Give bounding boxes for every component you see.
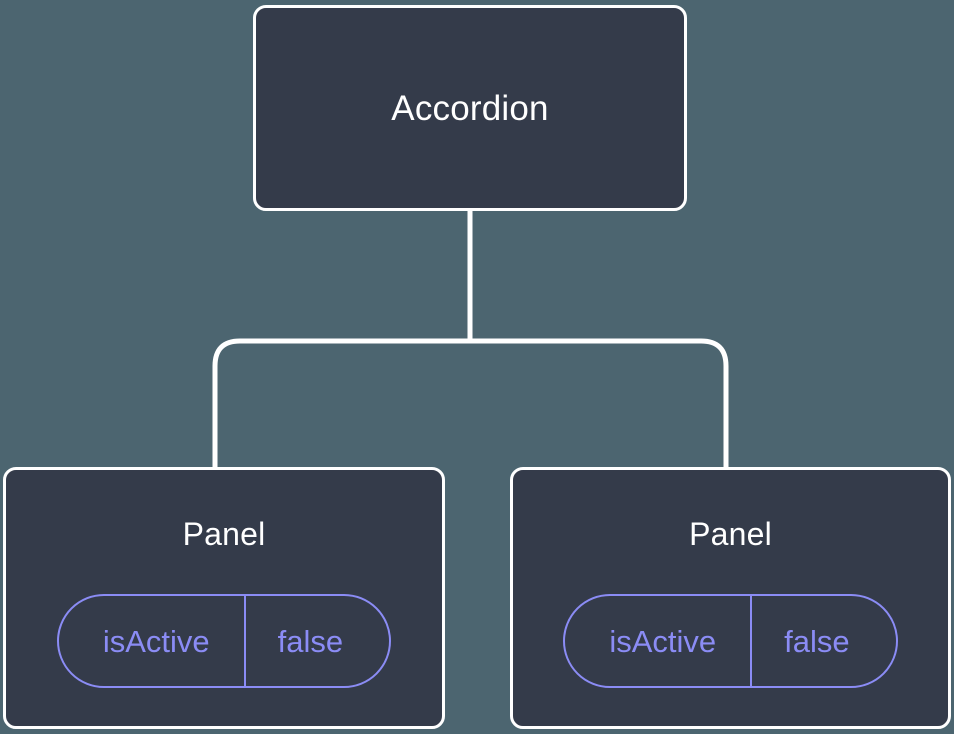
state-pill-panel-2-key: isActive bbox=[609, 623, 717, 659]
connector-branch-right bbox=[470, 338, 729, 467]
state-pill-panel-1-key: isActive bbox=[102, 623, 210, 659]
node-panel-2[interactable]: Panel isActive false bbox=[510, 467, 951, 729]
connector-branch-left bbox=[212, 338, 470, 467]
node-accordion[interactable]: Accordion bbox=[253, 5, 687, 211]
node-panel-1-title: Panel bbox=[182, 516, 266, 552]
node-panel-1[interactable]: Panel isActive false bbox=[3, 467, 445, 729]
state-pill-panel-1-value: false bbox=[243, 596, 389, 686]
node-accordion-title: Accordion bbox=[391, 88, 549, 128]
state-pill-panel-1[interactable]: isActive false bbox=[56, 594, 392, 688]
state-pill-panel-2[interactable]: isActive false bbox=[563, 594, 898, 688]
state-pill-panel-2-value: false bbox=[750, 596, 895, 686]
node-panel-2-title: Panel bbox=[689, 516, 772, 552]
